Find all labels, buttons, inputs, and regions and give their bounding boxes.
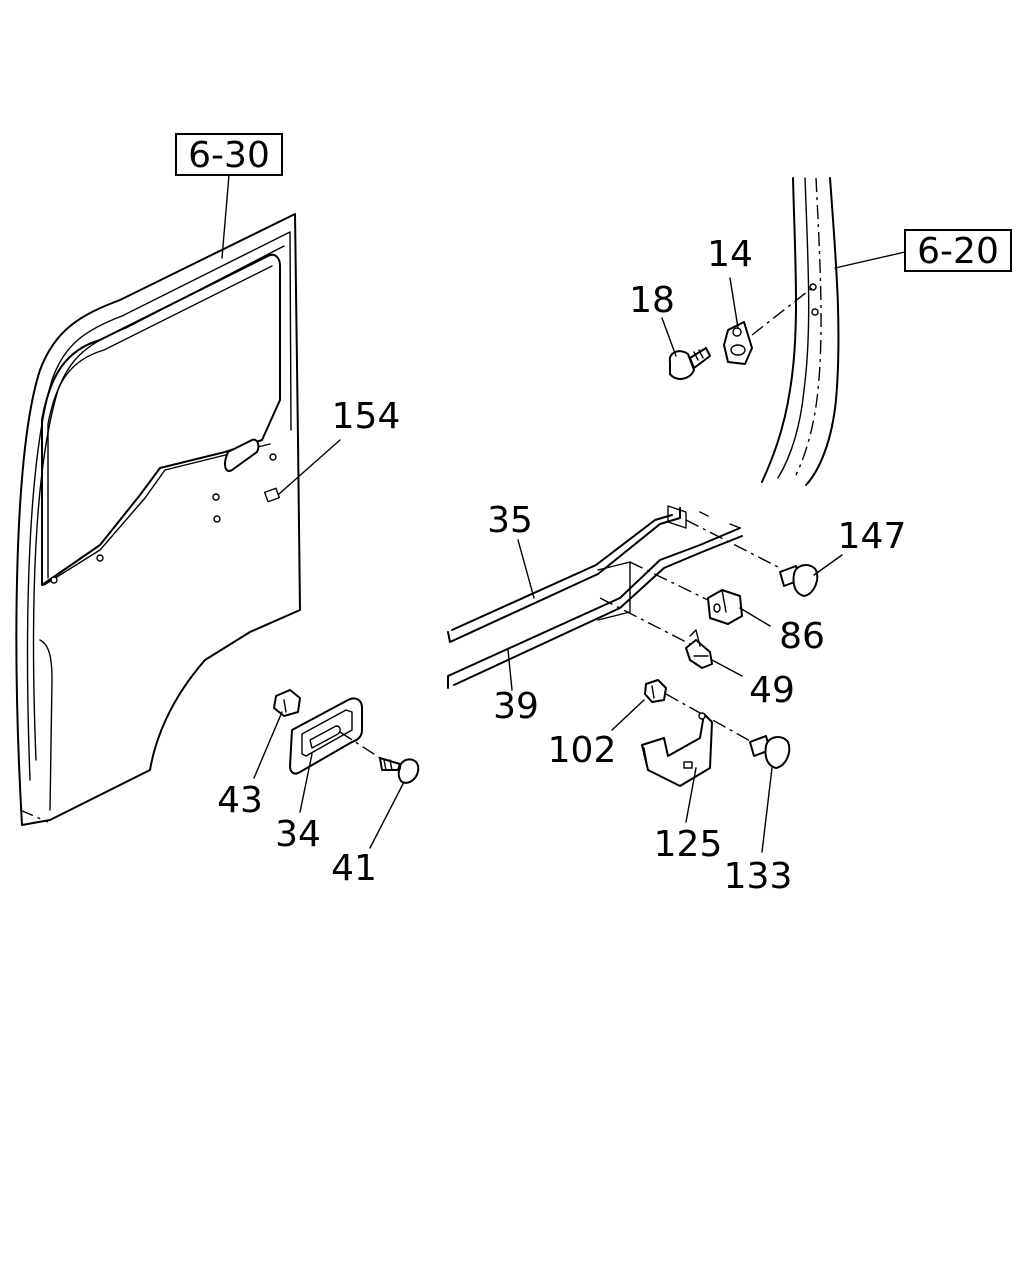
callout-35: 35 (487, 500, 533, 541)
part-34-handle-bezel (289, 697, 363, 775)
callout-125: 125 (654, 824, 723, 865)
part-102-clip (644, 679, 753, 743)
part-35-rod (447, 507, 681, 643)
ref-box-door[interactable]: 6-30 (175, 133, 283, 176)
ref-box-pillar[interactable]: 6-20 (904, 229, 1012, 272)
callout-39: 39 (493, 686, 539, 727)
part-41-screw (339, 731, 420, 784)
callout-14: 14 (707, 234, 753, 275)
part-14-striker (723, 287, 813, 365)
callout-86: 86 (779, 616, 825, 657)
door-panel (15, 213, 301, 826)
part-147-bolt (779, 564, 819, 597)
callout-49: 49 (749, 670, 795, 711)
callout-133: 133 (724, 856, 793, 897)
leader-lines (221, 174, 906, 853)
part-18-bolt (668, 347, 711, 380)
latch-bracket (597, 505, 781, 646)
callout-41: 41 (331, 848, 377, 889)
part-133-bolt (749, 735, 791, 769)
ref-pillar-label: 6-20 (917, 231, 999, 272)
callout-34: 34 (275, 814, 321, 855)
part-125-bracket (641, 712, 713, 787)
callout-18: 18 (629, 280, 675, 321)
ref-door-label: 6-30 (188, 135, 270, 176)
callout-43: 43 (217, 780, 263, 821)
part-154 (263, 487, 281, 503)
door-pillar (761, 177, 840, 486)
part-86-block (707, 589, 743, 625)
part-43-clip (273, 689, 301, 717)
part-49-clip (685, 629, 713, 669)
part-39-rod (447, 527, 743, 689)
callout-102: 102 (548, 730, 617, 771)
callout-154: 154 (332, 396, 401, 437)
callout-147: 147 (838, 516, 907, 557)
